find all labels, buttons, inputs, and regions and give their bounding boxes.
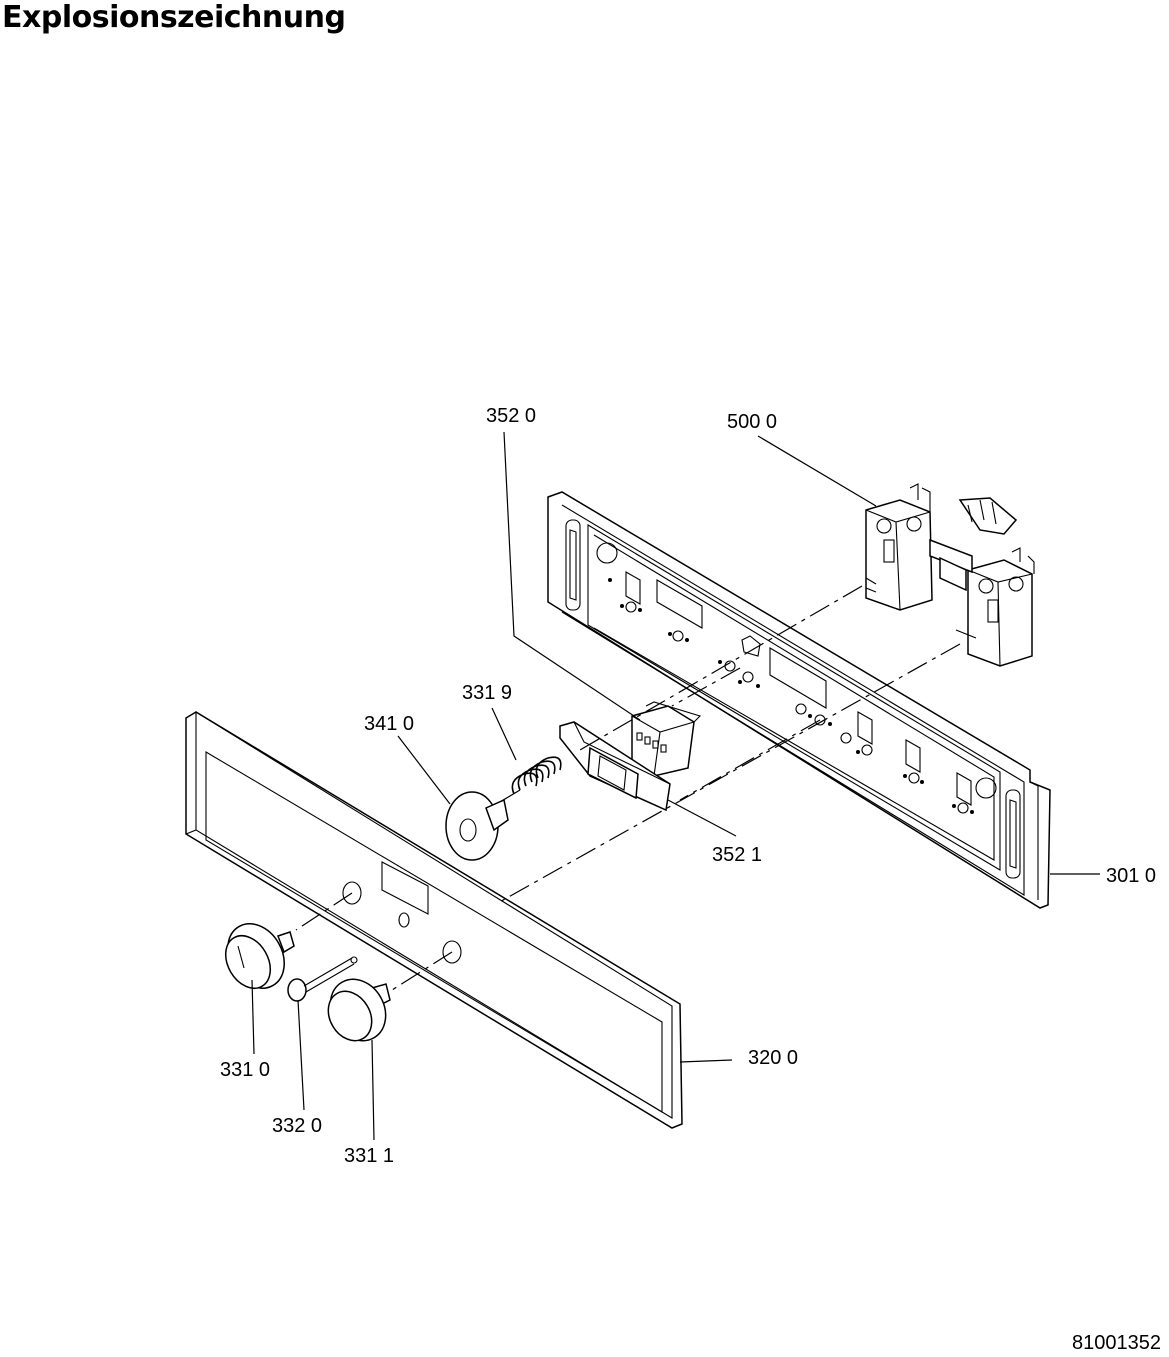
holder-3521 xyxy=(559,721,671,812)
switch-block-5000 xyxy=(865,483,1035,667)
knob-3310 xyxy=(224,923,295,989)
leader-lines xyxy=(251,431,1100,1141)
rear-panel-3010 xyxy=(547,491,1051,909)
spring-3319 xyxy=(511,756,562,795)
label-5000: 500 0 xyxy=(727,411,777,433)
label-3520: 352 0 xyxy=(486,405,536,427)
label-3311: 331 1 xyxy=(344,1145,394,1167)
document-number: 81001352 xyxy=(1072,1332,1161,1354)
holder-3520 xyxy=(631,701,702,777)
label-3319: 331 9 xyxy=(462,682,512,704)
assembly-lines xyxy=(295,585,961,991)
front-panel-3200 xyxy=(185,711,683,1129)
label-3410: 341 0 xyxy=(364,713,414,735)
knob-3311 xyxy=(327,978,391,1042)
page-title: Explosionszeichnung xyxy=(2,0,346,35)
label-3310: 331 0 xyxy=(220,1059,270,1081)
label-3521: 352 1 xyxy=(712,844,762,866)
label-3200: 320 0 xyxy=(748,1047,798,1069)
label-3320: 332 0 xyxy=(272,1115,322,1137)
indicator-3320 xyxy=(287,956,358,1002)
label-3010: 301 0 xyxy=(1106,865,1156,887)
disc-3410 xyxy=(445,791,509,861)
